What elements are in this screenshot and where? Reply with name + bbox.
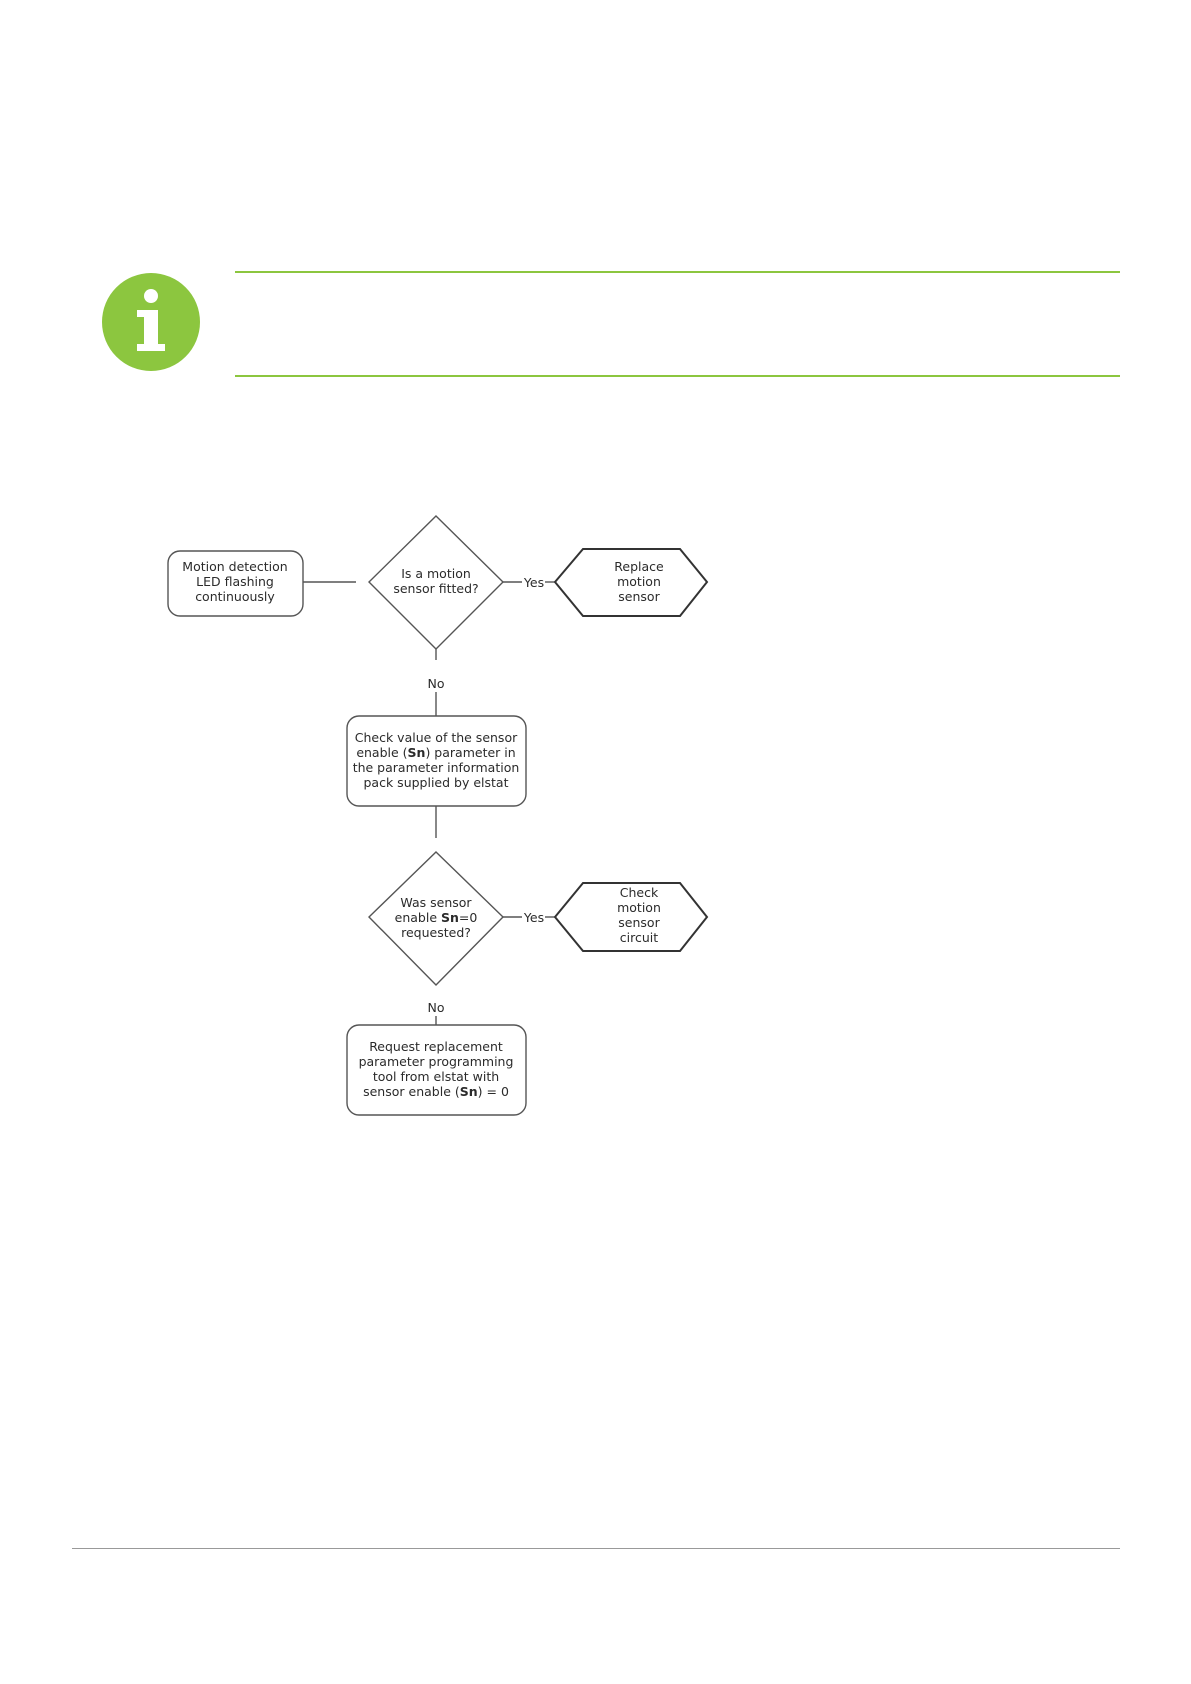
start-text-3: continuously bbox=[195, 589, 275, 604]
start-text-1: Motion detection bbox=[182, 559, 287, 574]
check-circuit-text-4: circuit bbox=[620, 930, 658, 945]
check-value-text-4: pack supplied by elstat bbox=[364, 775, 509, 790]
decision2-text-1: Was sensor bbox=[400, 895, 472, 910]
decision2-yes-label: Yes bbox=[523, 910, 544, 925]
check-circuit-text-1: Check bbox=[620, 885, 659, 900]
check-circuit-text-2: motion bbox=[617, 900, 661, 915]
decision-sensor-enable-requested: Was sensor enable Sn=0 requested? bbox=[368, 851, 504, 986]
check-value-text-1: Check value of the sensor bbox=[355, 730, 518, 745]
request-text-4: sensor enable (Sn) = 0 bbox=[363, 1084, 509, 1099]
check-circuit-text-3: sensor bbox=[618, 915, 660, 930]
start-text-2: LED flashing bbox=[196, 574, 274, 589]
note-bottom-rule bbox=[235, 375, 1120, 377]
decision-motion-sensor-fitted: Is a motion sensor fitted? bbox=[368, 515, 504, 650]
replace-text-3: sensor bbox=[618, 589, 660, 604]
decision1-yes-label: Yes bbox=[523, 575, 544, 590]
replace-text-1: Replace bbox=[614, 559, 664, 574]
decision2-text-2: enable Sn=0 bbox=[395, 910, 478, 925]
check-value-text-3: the parameter information bbox=[353, 760, 520, 775]
check-value-text-2: enable (Sn) parameter in bbox=[356, 745, 515, 760]
action-replace-motion-sensor: Replace motion sensor bbox=[553, 548, 709, 617]
decision2-no-label: No bbox=[428, 1000, 445, 1015]
check-value-box: Check value of the sensor enable (Sn) pa… bbox=[346, 715, 527, 807]
replace-text-2: motion bbox=[617, 574, 661, 589]
start-box: Motion detection LED flashing continuous… bbox=[167, 550, 304, 617]
decision2-text-3: requested? bbox=[401, 925, 471, 940]
request-text-1: Request replacement bbox=[369, 1039, 503, 1054]
request-text-3: tool from elstat with bbox=[373, 1069, 499, 1084]
action-check-motion-sensor-circuit: Check motion sensor circuit bbox=[553, 882, 709, 952]
info-icon bbox=[102, 273, 200, 371]
decision1-text-1: Is a motion bbox=[401, 566, 471, 581]
request-text-2: parameter programming bbox=[359, 1054, 514, 1069]
note-top-rule bbox=[235, 271, 1120, 273]
footer-rule bbox=[72, 1548, 1120, 1549]
decision1-no-label: No bbox=[428, 676, 445, 691]
decision1-text-2: sensor fitted? bbox=[393, 581, 478, 596]
request-replacement-box: Request replacement parameter programmin… bbox=[346, 1024, 527, 1116]
